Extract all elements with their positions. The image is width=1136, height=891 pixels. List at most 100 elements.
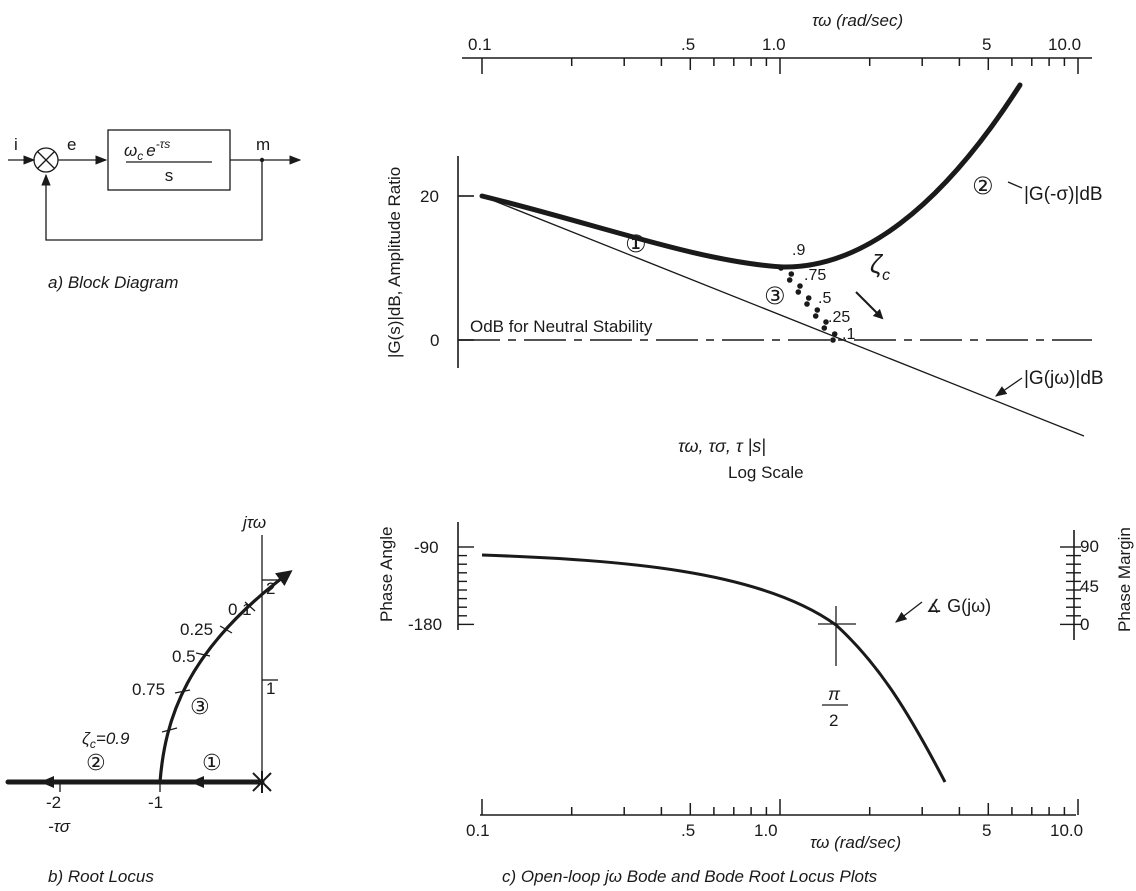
curve-label-1: ① xyxy=(625,231,647,258)
locus-dot xyxy=(788,271,795,277)
zeta-pt-05: .5 xyxy=(818,290,831,307)
open-loop-pole xyxy=(252,771,272,793)
phase-axis-ticks xyxy=(458,546,474,626)
margin-ylabel: Phase Margin xyxy=(1115,527,1134,632)
g-jw-asymptote xyxy=(481,195,1085,437)
locus-dot xyxy=(804,301,810,307)
zeta-pt-075: .75 xyxy=(804,267,826,284)
output-label: m xyxy=(256,135,270,154)
zeta-05: 0.5 xyxy=(172,647,196,666)
locus-dot xyxy=(805,295,812,301)
g-jw-label: |G(jω)|dB xyxy=(1024,368,1104,389)
bottom-axis-ticks xyxy=(481,799,1079,815)
real-tick-neg1: -1 xyxy=(148,793,163,812)
branch2-arrow xyxy=(40,776,54,788)
curve-label-2: ② xyxy=(972,173,994,200)
mid-label-2: Log Scale xyxy=(728,463,804,482)
g-jw-leader xyxy=(995,377,1023,397)
locus-dot xyxy=(830,337,836,343)
branch-label-2: ② xyxy=(86,750,106,775)
mid-label-1: τω, τσ, τ |s| xyxy=(678,436,766,456)
top-tick-10: 1.0 xyxy=(762,35,786,54)
tf-denominator: s xyxy=(165,166,174,185)
summing-junction xyxy=(33,147,59,173)
bode-zeta-label: ζc xyxy=(870,249,890,284)
margin-tick-45: 45 xyxy=(1080,577,1099,596)
curve-label-3: ③ xyxy=(764,283,786,310)
g-sigma-label: |G(-σ)|dB xyxy=(1024,184,1103,205)
amp-tick-20: 20 xyxy=(420,187,439,206)
phase-tick-neg90: -90 xyxy=(414,538,439,557)
bottom-tick-5: 5 xyxy=(982,821,991,840)
bottom-tick-100: 10.0 xyxy=(1050,821,1083,840)
locus-dot xyxy=(797,283,803,289)
bottom-tick-05: .5 xyxy=(681,821,695,840)
phase-ylabel: Phase Angle xyxy=(377,527,396,622)
real-tick-neg2: -2 xyxy=(46,793,61,812)
imag-axis-label: jτω xyxy=(241,513,266,532)
top-tick-05: .5 xyxy=(681,35,695,54)
locus-dot xyxy=(778,265,784,271)
zeta-pt-09: .9 xyxy=(792,242,805,259)
zeta-pt-025: .25 xyxy=(828,309,850,326)
top-tick-5: 5 xyxy=(982,35,991,54)
top-tick-100: 10.0 xyxy=(1048,35,1081,54)
phase-tick-neg180: -180 xyxy=(408,615,442,634)
branch-label-1: ① xyxy=(202,750,222,775)
bottom-axis-title: τω (rad/sec) xyxy=(810,833,901,852)
locus-dot xyxy=(831,331,838,337)
zeta-01: 0.1 xyxy=(228,600,252,619)
phase-curve xyxy=(481,553,947,783)
bode-plot: 0.1 .5 1.0 5 10.0 τω (rad/sec) 20 0 |G(s… xyxy=(377,11,1134,886)
margin-axis-ticks xyxy=(1060,546,1081,626)
zeta-label: ζc=0.9 xyxy=(82,729,130,751)
g-sigma-leader xyxy=(1007,181,1023,189)
bode-root-locus-points xyxy=(778,265,838,343)
margin-tick-0: 0 xyxy=(1080,615,1089,634)
input-label: i xyxy=(14,135,18,154)
tf-omega: ω xyxy=(124,141,137,160)
locus-dot xyxy=(814,307,821,313)
g-sigma-curve xyxy=(479,82,1023,270)
zeta-direction-arrow xyxy=(855,291,884,320)
caption-bode: c) Open-loop jω Bode and Bode Root Locus… xyxy=(502,867,878,886)
locus-dot xyxy=(821,325,828,331)
pi-denominator: 2 xyxy=(829,711,838,730)
caption-block-diagram: a) Block Diagram xyxy=(48,273,178,292)
locus-dot xyxy=(795,289,802,295)
bottom-tick-10: 1.0 xyxy=(754,821,778,840)
tf-exp: e xyxy=(146,141,155,160)
feedback-path xyxy=(41,160,263,241)
real-axis-label: -τσ xyxy=(48,817,71,836)
caption-root-locus: b) Root Locus xyxy=(48,867,154,886)
top-axis-title: τω (rad/sec) xyxy=(812,11,903,30)
tf-omega-sub: c xyxy=(137,149,143,163)
bottom-tick-01: 0.1 xyxy=(466,821,490,840)
complex-locus-branch xyxy=(158,570,293,783)
margin-tick-90: 90 xyxy=(1080,537,1099,556)
zeta-075: 0.75 xyxy=(132,680,165,699)
error-label: e xyxy=(67,135,76,154)
top-axis-ticks xyxy=(481,58,1079,74)
phase-curve-label: ∡ G(jω) xyxy=(926,596,991,616)
branch1-arrow xyxy=(190,776,204,788)
tf-exp-sup: -τs xyxy=(156,137,170,151)
branch-label-3: ③ xyxy=(190,694,210,719)
pi-numerator: π xyxy=(828,684,841,704)
svg-text:ωce-τs: ωce-τs xyxy=(124,137,170,163)
amp-tick-0: 0 xyxy=(430,331,439,350)
top-tick-01: 0.1 xyxy=(468,35,492,54)
locus-dot xyxy=(823,319,829,325)
zeta-025: 0.25 xyxy=(180,620,213,639)
imag-tick-1: 1 xyxy=(266,679,275,698)
amp-ylabel: |G(s)|dB, Amplitude Ratio xyxy=(385,167,404,358)
zeta-pt-01: .1 xyxy=(842,326,855,343)
locus-dot xyxy=(786,277,793,283)
phase-curve-leader xyxy=(895,601,923,623)
neutral-stability-label: OdB for Neutral Stability xyxy=(470,317,653,336)
root-locus: jτω 2 1 -2 -1 -τσ ζc=0.9 0.75 0.5 0.25 0… xyxy=(5,513,293,886)
locus-dot xyxy=(812,313,819,319)
